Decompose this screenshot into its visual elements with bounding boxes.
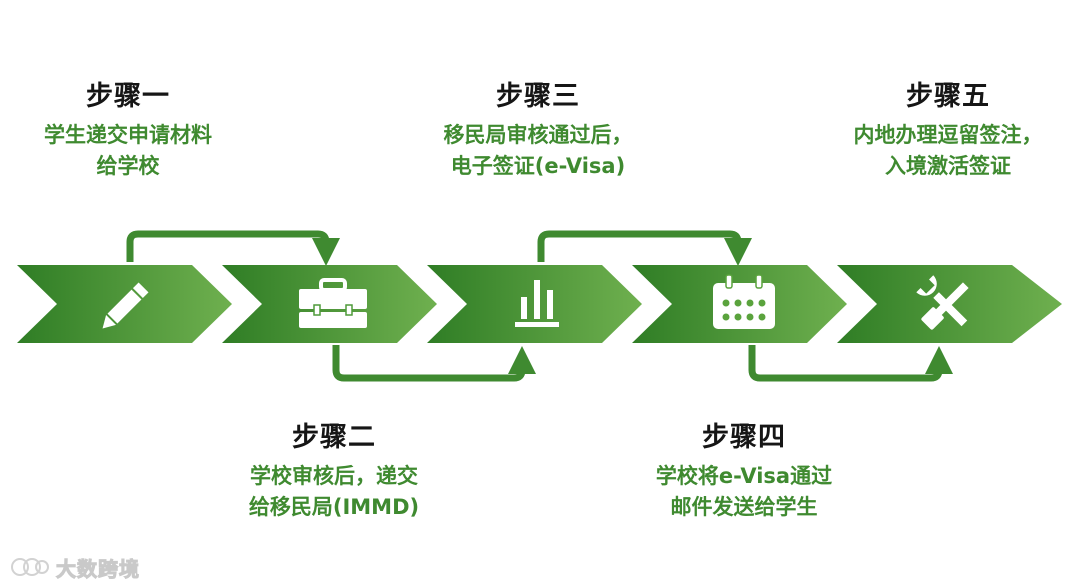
step-5-desc-line-2: 入境激活签证 — [885, 154, 1011, 178]
tools-icon — [916, 275, 969, 330]
step-2-title: 步骤二 — [292, 422, 376, 453]
connector-3-4 — [537, 230, 752, 266]
step-2-label: 步骤二 学校审核后，递交 给移民局(IMMD) — [214, 421, 454, 523]
pencil-icon — [102, 282, 149, 329]
step-1-desc-line-2: 给学校 — [96, 154, 160, 178]
step-2-description: 学校审核后，递交 给移民局(IMMD) — [214, 461, 454, 523]
step-3-description: 移民局审核通过后， 电子签证(e-Visa) — [418, 120, 658, 182]
calendar-icon — [713, 274, 775, 329]
step-1-description: 学生递交申请材料 给学校 — [8, 120, 248, 182]
step-4-description: 学校将e-Visa通过 邮件发送给学生 — [624, 461, 864, 523]
connector-2-3 — [332, 345, 536, 382]
step-5-label: 步骤五 内地办理逗留签注， 入境激活签证 — [828, 80, 1068, 182]
bar-chart-icon — [515, 280, 559, 327]
step-3-desc-line-1: 移民局审核通过后， — [443, 123, 633, 147]
brand-logo-icon — [11, 558, 49, 576]
step-4-title: 步骤四 — [702, 422, 786, 453]
step-3-desc-line-2: 电子签证(e-Visa) — [450, 154, 626, 178]
step-2-desc-line-2: 给移民局(IMMD) — [248, 495, 420, 519]
connector-1-2 — [126, 230, 340, 266]
step-3-label: 步骤三 移民局审核通过后， 电子签证(e-Visa) — [418, 80, 658, 182]
step-4-desc-line-2: 邮件发送给学生 — [670, 495, 818, 519]
step-4-desc-line-1: 学校将e-Visa通过 — [655, 464, 833, 488]
step-1-desc-line-1: 学生递交申请材料 — [44, 123, 212, 147]
connector-4-5 — [748, 345, 953, 382]
step-5-desc-line-1: 内地办理逗留签注， — [853, 123, 1043, 147]
watermark: 大数跨境 — [10, 552, 140, 582]
step-3-title: 步骤三 — [496, 81, 580, 112]
step-4-label: 步骤四 学校将e-Visa通过 邮件发送给学生 — [624, 421, 864, 523]
step-1-title: 步骤一 — [86, 81, 170, 112]
step-5-title: 步骤五 — [906, 81, 990, 112]
connectors — [126, 230, 953, 382]
step-5-description: 内地办理逗留签注， 入境激活签证 — [828, 120, 1068, 182]
step-1-label: 步骤一 学生递交申请材料 给学校 — [8, 80, 248, 182]
step-2-desc-line-1: 学校审核后，递交 — [250, 464, 418, 488]
watermark-text: 大数跨境 — [56, 556, 140, 581]
briefcase-icon — [299, 278, 367, 328]
